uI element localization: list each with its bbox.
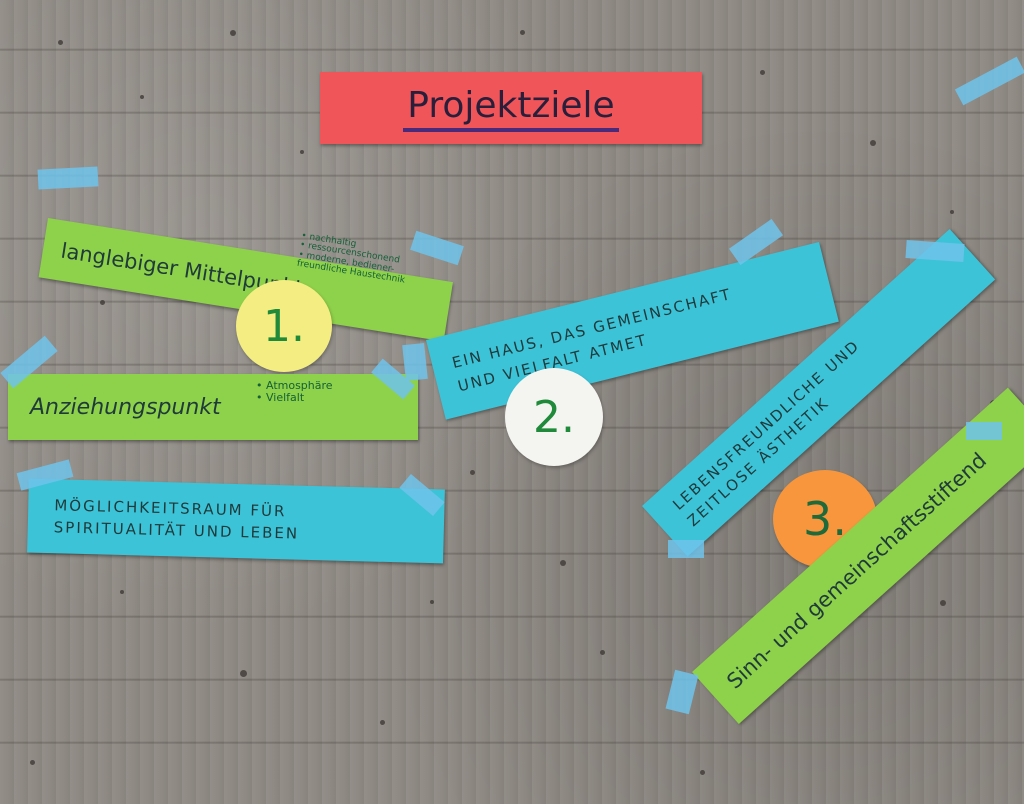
pore: [240, 670, 247, 677]
pore: [58, 40, 63, 45]
pore: [120, 590, 124, 594]
pore: [950, 210, 954, 214]
pore: [380, 720, 385, 725]
pore: [100, 300, 105, 305]
number-3: 3.: [803, 492, 847, 546]
pore: [520, 30, 525, 35]
pore: [140, 95, 144, 99]
goal-strip-3: Möglichkeitsraum für Spiritualität und L…: [27, 478, 445, 564]
bullet: • Atmosphäre: [256, 379, 333, 392]
number-1: 1.: [263, 300, 305, 352]
goal-3-text: Möglichkeitsraum für Spiritualität und L…: [53, 495, 300, 543]
number-circle-2: 2.: [505, 368, 603, 466]
number-2: 2.: [533, 391, 575, 443]
tape: [402, 342, 428, 382]
pore: [30, 760, 35, 765]
number-circle-1: 1.: [236, 280, 332, 372]
pore: [940, 600, 946, 606]
goal-2-text: Anziehungspunkt: [30, 394, 221, 420]
pore: [300, 150, 304, 154]
tape: [966, 422, 1002, 440]
bullet: • Vielfalt: [256, 390, 305, 404]
pore: [600, 650, 605, 655]
page-title: Projektziele: [403, 85, 619, 132]
goal-strip-2: Anziehungspunkt: [8, 374, 418, 440]
tape: [668, 540, 704, 558]
pore: [430, 600, 434, 604]
tape: [37, 166, 99, 190]
pore: [760, 70, 765, 75]
pore: [470, 470, 475, 475]
pore: [870, 140, 876, 146]
pore: [560, 560, 566, 566]
goal-2-bullets: • Atmosphäre • Vielfalt: [256, 380, 333, 403]
pore: [230, 30, 236, 36]
title-card: Projektziele: [320, 72, 702, 144]
pore: [700, 770, 705, 775]
